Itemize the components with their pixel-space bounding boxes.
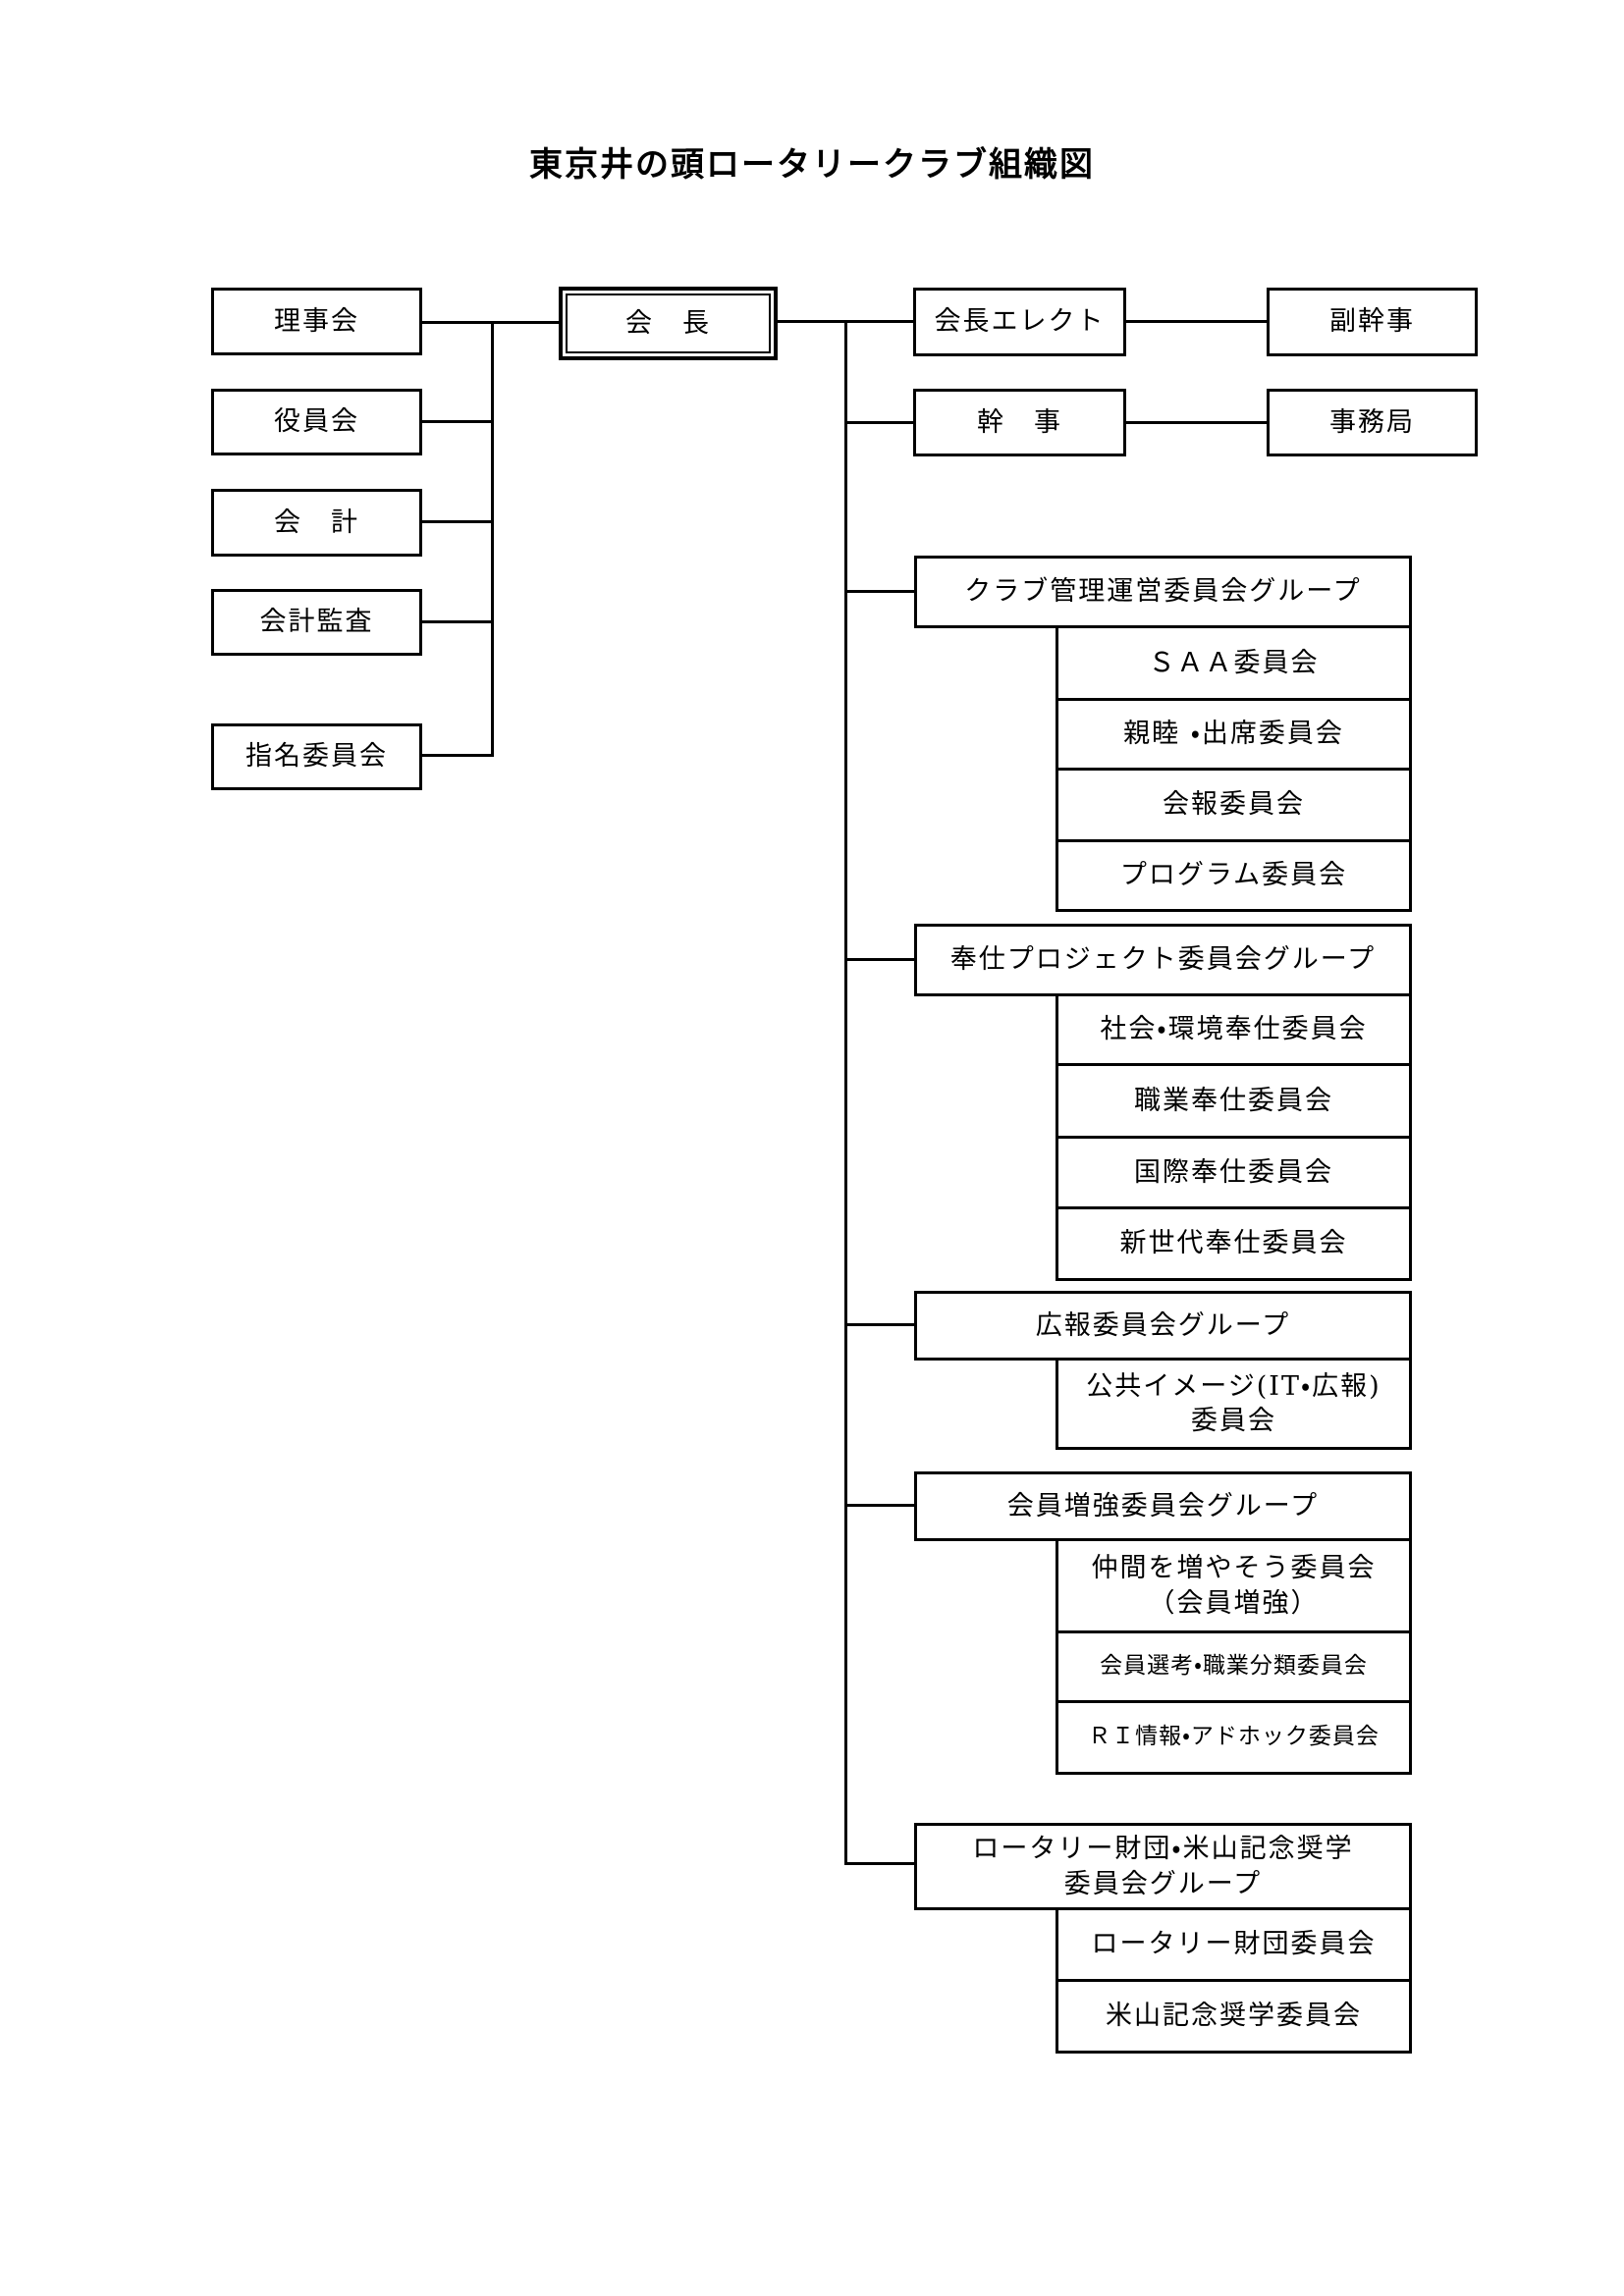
connector-left-trunk [491,321,494,757]
committee-vocational-service: 職業奉仕委員会 [1056,1063,1412,1139]
node-board: 理事会 [211,288,422,355]
committee-saa: ＳＡＡ委員会 [1056,625,1412,701]
node-office: 事務局 [1267,389,1478,456]
node-accounting: 会 計 [211,489,422,557]
node-audit: 会計監査 [211,589,422,656]
committee-yoneyama-scholarship: 米山記念奨学委員会 [1056,1979,1412,2054]
connector-secretary [844,421,915,424]
node-nominating-committee: 指名委員会 [211,723,422,790]
group-service-projects: 奉仕プロジェクト委員会グループ [914,924,1412,996]
committee-ri-info-adhoc: ＲＩ情報・アドホック委員会 [1056,1700,1412,1775]
committee-international-service: 国際奉仕委員会 [1056,1136,1412,1209]
connector-group-2 [844,958,916,961]
group-club-admin: クラブ管理運営委員会グループ [914,556,1412,628]
connector-officers [422,420,494,423]
connector-group-4 [844,1504,916,1507]
connector-secretary-office [1125,421,1269,424]
node-president: 会 長 [559,287,778,360]
connector-right-trunk [844,320,847,1865]
node-officers: 役員会 [211,389,422,455]
committee-program: プログラム委員会 [1056,839,1412,912]
committee-community-environment-service: 社会・環境奉仕委員会 [1056,993,1412,1066]
committee-new-generations-service: 新世代奉仕委員会 [1056,1206,1412,1281]
connector-elect-deputy [1125,320,1269,323]
node-deputy-secretary: 副幹事 [1267,288,1478,356]
connector-accounting [422,520,494,523]
committee-increase-members: 仲間を増やそう委員会 （会員増強） [1056,1538,1412,1633]
page-title: 東京井の頭ロータリークラブ組織図 [529,145,1095,185]
committee-bulletin: 会報委員会 [1056,768,1412,842]
node-president-elect: 会長エレクト [913,288,1126,356]
committee-rotary-foundation: ロータリー財団委員会 [1056,1907,1412,1982]
connector-nominating [422,754,494,757]
node-president-label: 会 長 [566,294,771,353]
connector-group-1 [844,590,916,593]
group-public-relations: 広報委員会グループ [914,1291,1412,1361]
group-membership: 会員増強委員会グループ [914,1471,1412,1541]
committee-fellowship-attendance: 親睦 ・出席委員会 [1056,698,1412,771]
connector-group-5 [844,1862,916,1865]
committee-member-selection-classification: 会員選考・職業分類委員会 [1056,1630,1412,1703]
connector-audit [422,620,494,623]
group-rotary-foundation-yoneyama: ロータリー財団・米山記念奨学 委員会グループ [914,1823,1412,1910]
connector-group-3 [844,1323,916,1326]
committee-public-image-it-pr: 公共イメージ(IT・広報) 委員会 [1056,1358,1412,1450]
node-secretary: 幹 事 [913,389,1126,456]
